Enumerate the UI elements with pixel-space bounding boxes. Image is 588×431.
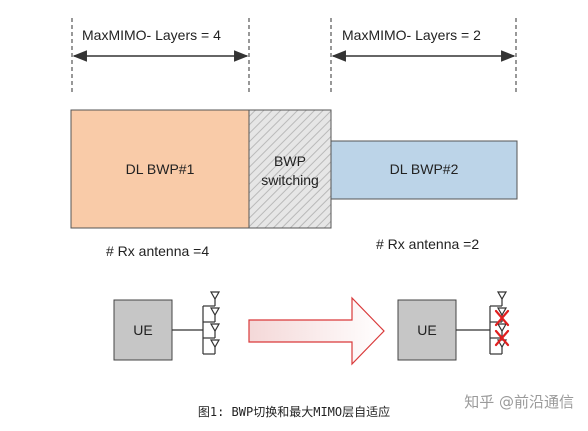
antenna-icon: [496, 339, 508, 349]
antenna-icon: [496, 323, 508, 333]
dl-bwp1-label: DL BWP#1: [125, 161, 195, 177]
transition-arrow: [248, 296, 385, 366]
dl-bwp2-label: DL BWP#2: [389, 161, 459, 177]
ue-right-label: UE: [417, 322, 437, 338]
antenna-icon: [209, 339, 221, 349]
ue-box-right: [397, 299, 457, 361]
watermark: 知乎 @前沿通信: [464, 393, 574, 411]
antenna-icon: [209, 307, 221, 317]
cross-icon: [494, 329, 510, 347]
bwp-switching-label-line2: switching: [261, 172, 319, 188]
guide-lines: [71, 18, 517, 95]
disabled-antenna-marks: [494, 309, 510, 347]
ue-box-left: [113, 299, 173, 361]
antenna-icon: [496, 307, 508, 317]
cross-icon: [494, 309, 510, 327]
rx-antenna-right-label: # Rx antenna =2: [376, 236, 480, 252]
dl-bwp1-block: [70, 109, 250, 229]
ue-left-label: UE: [133, 322, 153, 338]
figure-caption: 图1: BWP切换和最大MIMO层自适应: [197, 405, 391, 419]
bwp-switching-block: [248, 109, 332, 229]
max-mimo-layers-left-label: MaxMIMO- Layers = 4: [82, 27, 221, 43]
max-mimo-layers-right-label: MaxMIMO- Layers = 2: [342, 27, 481, 43]
rx-antenna-left-label: # Rx antenna =4: [106, 243, 210, 259]
antenna-icon: [496, 291, 508, 301]
antenna-icon: [209, 291, 221, 301]
antenna-array-left: [172, 291, 221, 355]
antenna-icon: [209, 323, 221, 333]
dl-bwp2-block: [330, 140, 518, 200]
bwp-switching-label-line1: BWP: [274, 153, 306, 169]
